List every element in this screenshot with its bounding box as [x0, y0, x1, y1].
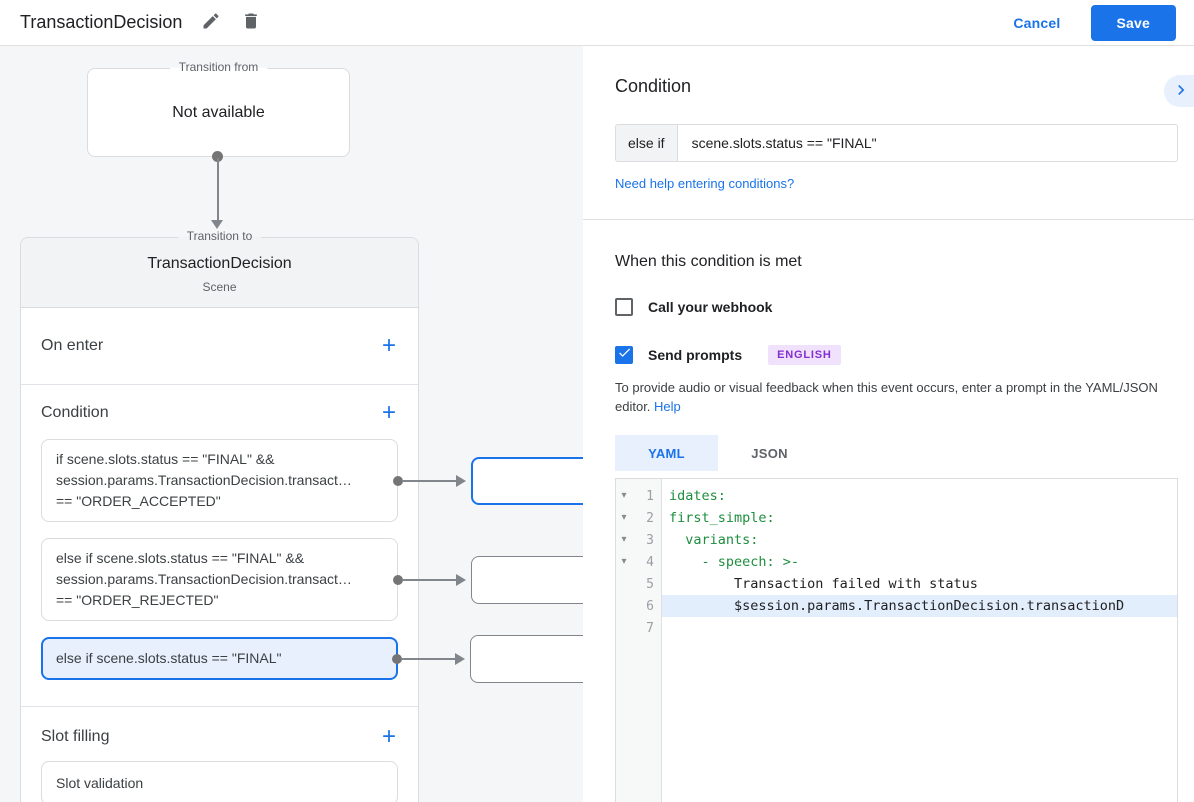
check-icon: [617, 345, 632, 365]
scene-flow-canvas: Transition from Not available Transition…: [0, 46, 583, 802]
code-line: Transaction failed with status: [669, 576, 978, 592]
chevron-right-icon: [1171, 80, 1191, 103]
code-line: idates:: [669, 488, 726, 504]
slot-validation-card[interactable]: Slot validation: [41, 761, 398, 802]
on-enter-section: On enter +: [21, 308, 418, 385]
prompts-description-text: To provide audio or visual feedback when…: [615, 380, 1158, 414]
condition-card-final-selected[interactable]: else if scene.slots.status == "FINAL": [41, 634, 583, 683]
save-button[interactable]: Save: [1090, 4, 1176, 41]
fold-toggle-icon[interactable]: ▾: [621, 490, 627, 501]
send-prompts-checkbox[interactable]: [615, 346, 633, 364]
editor-format-tabs: YAML JSON: [615, 435, 1178, 471]
condition-text: session.params.TransactionDecision.trans…: [56, 472, 352, 488]
connector-arrowhead: [456, 474, 466, 487]
add-on-enter-button[interactable]: +: [381, 332, 396, 359]
editor-gutter: ▾ 1 ▾ 2 ▾ 3 ▾ 4 5 6 7: [616, 479, 662, 802]
yaml-code-editor: ▾ 1 ▾ 2 ▾ 3 ▾ 4 5 6 7 idates: first_simple: …: [615, 478, 1178, 802]
condition-section-label: Condition: [41, 404, 109, 421]
line-number: 2: [646, 510, 654, 526]
line-number: 3: [646, 532, 654, 548]
code-line: [662, 617, 1177, 639]
tab-json[interactable]: JSON: [718, 435, 821, 471]
slot-filling-section: Slot filling + Slot validation: [21, 707, 418, 802]
connector-dot: [393, 574, 403, 585]
transition-from-box: Transition from Not available: [87, 60, 350, 157]
delete-scene-button[interactable]: [240, 12, 262, 34]
transition-target-box[interactable]: [471, 555, 583, 604]
line-number: 4: [646, 554, 654, 570]
connector-line: [402, 479, 456, 482]
connector-line: [217, 158, 219, 220]
connector-arrowhead: [455, 652, 465, 665]
line-number: 7: [646, 620, 654, 636]
connector-line: [401, 657, 455, 660]
condition-card-order-accepted[interactable]: if scene.slots.status == "FINAL" && sess…: [41, 439, 583, 522]
fold-toggle-icon[interactable]: ▾: [621, 556, 627, 567]
condition-expression-field: else if: [615, 124, 1178, 162]
condition-text: else if scene.slots.status == "FINAL": [56, 650, 282, 666]
line-number: 6: [646, 598, 654, 614]
condition-text: session.params.TransactionDecision.trans…: [56, 571, 352, 587]
code-line: variants:: [669, 532, 759, 548]
scene-type-label: Scene: [202, 280, 237, 294]
call-webhook-label: Call your webhook: [648, 299, 773, 315]
scene-name: TransactionDecision: [147, 255, 292, 272]
prompts-help-link[interactable]: Help: [654, 399, 681, 414]
condition-text: == "ORDER_ACCEPTED": [56, 493, 221, 509]
page-title: TransactionDecision: [20, 12, 183, 32]
line-number: 5: [646, 576, 654, 592]
edit-title-button[interactable]: [200, 12, 222, 34]
condition-card-order-rejected[interactable]: else if scene.slots.status == "FINAL" &&…: [41, 538, 583, 621]
transition-to-box: Transition to TransactionDecision Scene …: [20, 229, 583, 802]
add-slot-button[interactable]: +: [381, 723, 396, 750]
code-line: - speech: >-: [669, 554, 800, 570]
transition-target-box[interactable]: [470, 634, 583, 683]
call-webhook-checkbox[interactable]: [615, 298, 633, 316]
collapse-panel-button[interactable]: [1164, 75, 1194, 107]
add-condition-button[interactable]: +: [381, 399, 396, 426]
connector-dot: [212, 151, 223, 162]
top-bar: TransactionDecision Cancel Save: [0, 0, 1194, 46]
pencil-icon: [201, 11, 221, 34]
prompts-option-row: Send prompts ENGLISH: [615, 345, 1178, 365]
cancel-button[interactable]: Cancel: [1013, 14, 1061, 31]
line-number: 1: [646, 488, 654, 504]
webhook-option-row: Call your webhook: [615, 298, 1178, 316]
condition-text: if scene.slots.status == "FINAL" &&: [56, 451, 275, 467]
prompts-description: To provide audio or visual feedback when…: [615, 378, 1178, 416]
conditions-help-link[interactable]: Need help entering conditions?: [615, 176, 795, 191]
fold-toggle-icon[interactable]: ▾: [621, 534, 627, 545]
trash-icon: [241, 11, 261, 34]
send-prompts-label: Send prompts: [648, 347, 743, 363]
code-line-highlighted: $session.params.TransactionDecision.tran…: [662, 595, 1177, 617]
panel-title: Condition: [615, 76, 692, 96]
code-line: first_simple:: [669, 510, 775, 526]
condition-detail-panel: Condition else if Need help entering con…: [583, 46, 1194, 802]
section-divider: [583, 219, 1194, 220]
editor-code-area[interactable]: idates: first_simple: variants: - speech…: [662, 479, 1177, 802]
fold-toggle-icon[interactable]: ▾: [621, 512, 627, 523]
tab-yaml[interactable]: YAML: [615, 435, 718, 471]
condition-text: == "ORDER_REJECTED": [56, 592, 219, 608]
language-badge: ENGLISH: [768, 345, 841, 365]
connector-arrowhead: [211, 220, 223, 229]
condition-section: Condition + if scene.slots.status == "FI…: [21, 385, 583, 707]
scene-header: TransactionDecision Scene: [21, 238, 418, 308]
connector-arrowhead: [456, 573, 466, 586]
condition-expression-input[interactable]: [677, 125, 1177, 161]
transition-target-box[interactable]: [471, 456, 583, 505]
connector-dot: [393, 475, 403, 486]
when-met-title: When this condition is met: [615, 253, 802, 270]
connector-line: [402, 578, 456, 581]
connector-dot: [392, 653, 402, 664]
condition-text: else if scene.slots.status == "FINAL" &&: [56, 550, 305, 566]
else-if-prefix-label: else if: [616, 125, 678, 161]
transition-from-legend: Transition from: [169, 60, 268, 74]
on-enter-label: On enter: [41, 337, 104, 354]
transition-from-value: Not available: [172, 103, 265, 121]
transition-to-legend: Transition to: [177, 229, 262, 243]
slot-filling-label: Slot filling: [41, 728, 110, 745]
